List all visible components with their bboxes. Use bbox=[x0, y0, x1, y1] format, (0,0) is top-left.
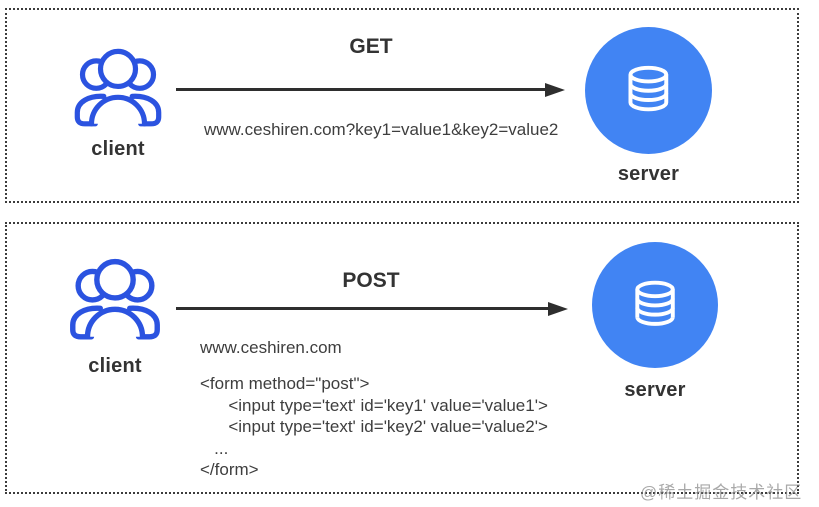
watermark: @稀土掘金技术社区 bbox=[640, 483, 803, 502]
request-arrow bbox=[176, 88, 546, 91]
client-users-icon bbox=[70, 258, 160, 340]
server-node bbox=[585, 27, 712, 154]
get-request-panel: client GET www.ceshiren.com?key1=value1&… bbox=[5, 8, 799, 203]
client-label: client bbox=[88, 355, 142, 377]
database-icon bbox=[628, 65, 669, 112]
request-arrow-head bbox=[545, 82, 565, 97]
database-icon bbox=[635, 280, 675, 326]
post-method-label: POST bbox=[342, 269, 400, 292]
code-line: </form> bbox=[200, 460, 259, 479]
get-method-label: GET bbox=[349, 35, 393, 58]
post-request-url: www.ceshiren.com bbox=[200, 338, 342, 357]
request-arrow-head bbox=[548, 301, 568, 316]
server-node bbox=[592, 242, 718, 368]
client-users-icon bbox=[74, 48, 162, 127]
client-label: client bbox=[91, 138, 145, 160]
code-line: <input type='text' id='key2' value='valu… bbox=[200, 417, 548, 436]
post-form-code: <form method="post"> <input type='text' … bbox=[200, 373, 548, 481]
server-label: server bbox=[624, 379, 686, 401]
post-request-panel: client POST www.ceshiren.com <form metho… bbox=[5, 222, 799, 494]
server-label: server bbox=[617, 163, 680, 185]
code-line: ... bbox=[200, 438, 229, 458]
get-request-url: www.ceshiren.com?key1=value1&key2=value2 bbox=[204, 120, 559, 139]
code-line: <input type='text' id='key1' value='valu… bbox=[200, 395, 548, 415]
request-arrow bbox=[176, 307, 549, 310]
code-line: <form method="post"> bbox=[200, 374, 370, 393]
